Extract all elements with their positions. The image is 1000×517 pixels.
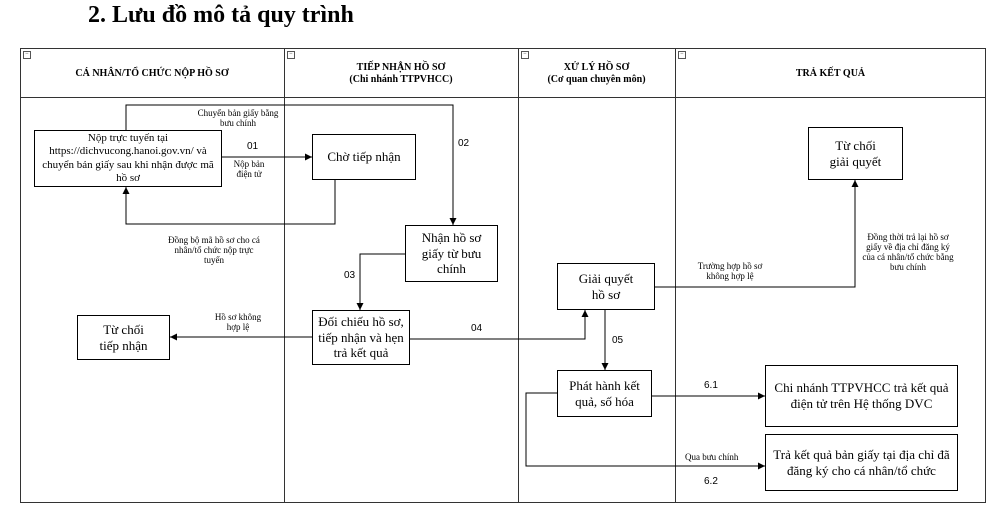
step-label: 03 [344,270,356,281]
note-paper-by-post: Chuyển bản giấy bằng bưu chính [197,108,279,128]
arrow-04 [410,310,589,340]
lane-divider [284,48,285,503]
arrow-reject-resolve [655,180,859,288]
arrow-02 [125,104,457,225]
arrow-62 [525,392,765,470]
lane-subtitle: (Cơ quan chuyên môn) [547,74,646,85]
lane-header-return: TRẢ KẾT QUẢ [675,52,986,96]
node-waiting: Chờ tiếp nhận [312,134,416,180]
collapse-icon[interactable]: − [521,51,529,59]
lane-title: TIẾP NHẬN HỒ SƠ [356,62,446,73]
node-compare: Đối chiếu hồ sơ, tiếp nhận và hẹn trả kế… [312,310,410,365]
step-label: 01 [247,141,259,152]
node-resolve: Giải quyết hồ sơ [557,263,655,310]
node-submit-online: Nộp trực tuyến tại https://dichvucong.ha… [34,130,222,187]
note-invalid-intake: Hồ sơ không hợp lệ [214,312,262,332]
lane-header-applicant: CÁ NHÂN/TỔ CHỨC NỘP HỒ SƠ [20,52,284,96]
arrow-03 [356,253,405,310]
lane-title: XỬ LÝ HỒ SƠ [563,62,630,73]
collapse-icon[interactable]: − [287,51,295,59]
node-reject-resolve: Từ chối giải quyết [808,127,903,180]
step-label: 05 [612,335,624,346]
node-receive-paper: Nhận hồ sơ giấy từ bưu chính [405,225,498,282]
lane-title: TRẢ KẾT QUẢ [795,68,866,79]
step-label: 6.1 [704,380,718,391]
lane-header-intake: TIẾP NHẬN HỒ SƠ (Chi nhánh TTPVHCC) [284,52,518,96]
lane-header-processing: XỬ LÝ HỒ SƠ (Cơ quan chuyên môn) [518,52,675,96]
lane-divider [518,48,519,503]
node-publish: Phát hành kết quả, số hóa [557,370,652,417]
note-via-post: Qua bưu chính [685,452,739,462]
node-return-electronic: Chi nhánh TTPVHCC trả kết quả điện tử tr… [765,365,958,427]
collapse-icon[interactable]: − [23,51,31,59]
arrow-sync [122,180,336,225]
note-submit-electronic: Nộp bản điện tử [233,159,265,179]
lane-divider [675,48,676,503]
header-divider [20,97,986,98]
swimlane-frame [20,48,986,503]
page-title: 2. Lưu đồ mô tả quy trình [88,2,354,28]
note-sync-code: Đồng bộ mã hồ sơ cho cá nhân/tổ chức nộp… [168,235,260,265]
step-label: 04 [471,323,483,334]
node-return-paper: Trả kết quả bản giấy tại địa chỉ đã đăng… [765,434,958,491]
note-return-paper: Đồng thời trả lại hồ sơ giấy về địa chỉ … [862,232,954,272]
lane-subtitle: (Chi nhánh TTPVHCC) [349,74,453,85]
note-invalid-case: Trường hợp hồ sơ không hợp lệ [697,261,763,281]
step-label: 02 [458,138,470,149]
step-label: 6.2 [704,476,718,487]
collapse-icon[interactable]: − [678,51,686,59]
node-reject-intake: Từ chối tiếp nhận [77,315,170,360]
lane-title: CÁ NHÂN/TỔ CHỨC NỘP HỒ SƠ [75,68,229,79]
